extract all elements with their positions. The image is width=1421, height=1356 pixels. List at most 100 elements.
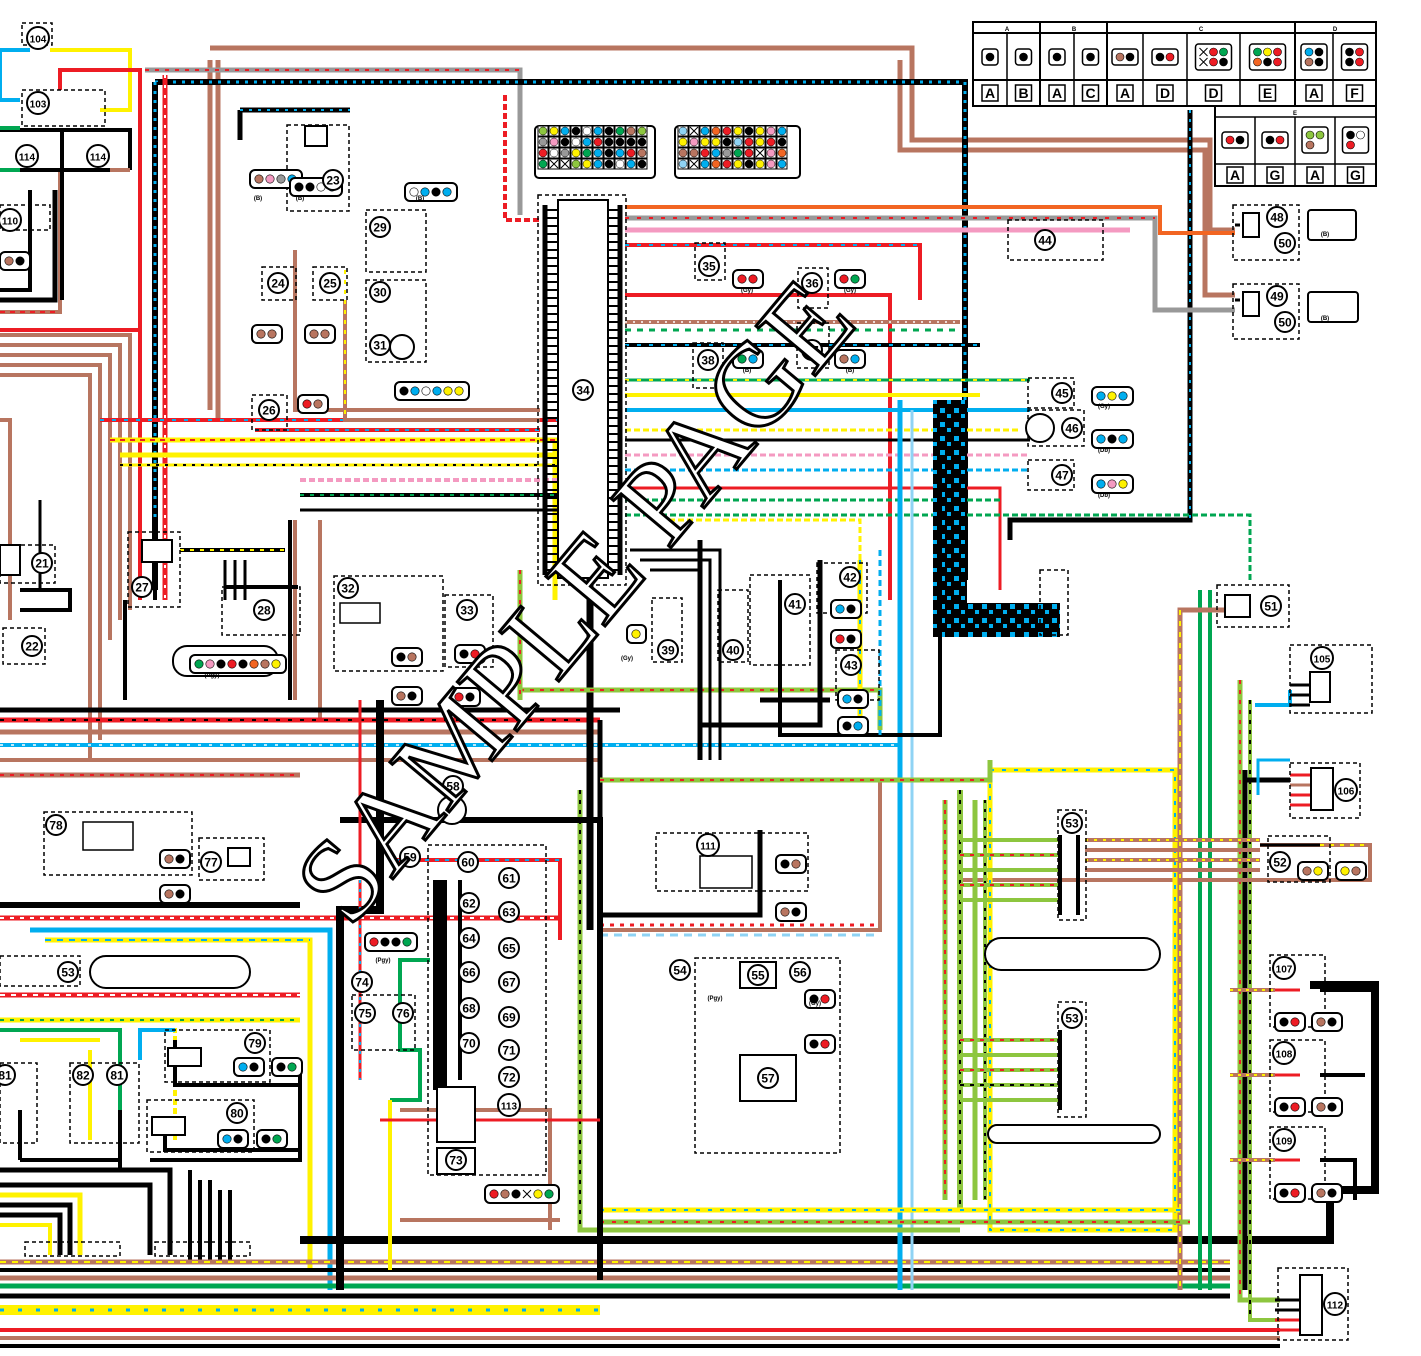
connector-pin <box>780 859 790 869</box>
connector-tag: (Gy) <box>844 288 856 294</box>
component-label-111: 111 <box>696 833 720 857</box>
svg-text:28: 28 <box>257 604 271 618</box>
component-label-52: 52 <box>1269 851 1291 873</box>
svg-text:46: 46 <box>1065 422 1079 436</box>
component-label-32: 32 <box>337 577 359 599</box>
component-label-43: 43 <box>840 654 862 676</box>
connector-pin <box>407 652 417 662</box>
connector-pin <box>846 604 856 614</box>
connector-tag: (Pgy) <box>708 996 723 1002</box>
component-label-75: 75 <box>354 1002 376 1024</box>
connector-pin <box>737 274 747 284</box>
legend-connector <box>1300 43 1328 71</box>
connector-pin <box>1327 1102 1337 1112</box>
component-label-23: 23 <box>322 169 344 191</box>
component-label-73: 73 <box>445 1149 467 1171</box>
svg-text:62: 62 <box>462 897 476 911</box>
connector-pin <box>1107 434 1117 444</box>
svg-text:34: 34 <box>576 384 590 398</box>
component-label-38: 38 <box>697 349 719 371</box>
connector-pin <box>1302 866 1312 876</box>
svg-text:77: 77 <box>204 856 218 870</box>
svg-text:79: 79 <box>248 1037 262 1051</box>
connector-pin <box>249 1062 259 1072</box>
connector-pin <box>15 256 25 266</box>
component-label-57: 57 <box>757 1067 779 1089</box>
svg-text:67: 67 <box>502 976 516 990</box>
connector-pin <box>853 721 863 731</box>
component-label-25: 25 <box>319 272 341 294</box>
component-label-106: 106 <box>1334 778 1358 802</box>
connector-pin <box>272 1134 282 1144</box>
connector-pin <box>454 386 464 396</box>
connector <box>394 381 470 401</box>
connector-pin <box>407 691 417 701</box>
svg-text:76: 76 <box>396 1007 410 1021</box>
connector <box>233 1057 265 1077</box>
connector-pin <box>1290 1188 1300 1198</box>
connector-pin <box>265 174 275 184</box>
component-label-55: 55 <box>747 964 769 986</box>
legend-letter: A <box>1309 85 1319 101</box>
connector-pin <box>465 692 475 702</box>
connector-pin <box>309 329 319 339</box>
connector-tag: (B) <box>296 196 304 202</box>
connector-pin <box>233 1134 243 1144</box>
component-label-53c: 53 <box>1061 1007 1083 1029</box>
svg-text:39: 39 <box>661 644 675 658</box>
connector-tag: (Gy) <box>741 288 753 294</box>
connector-pin <box>238 659 248 669</box>
connector-pin <box>835 604 845 614</box>
connector-pin <box>1118 391 1128 401</box>
component-label-22: 22 <box>21 635 43 657</box>
connector-tag: (Gy) <box>621 656 633 662</box>
connector <box>732 349 764 369</box>
svg-text:55: 55 <box>751 969 765 983</box>
component-label-63: 63 <box>498 901 520 923</box>
connector-pin <box>1327 1188 1337 1198</box>
legend-letter: D <box>1160 85 1170 101</box>
connector <box>364 932 418 952</box>
component-label-46: 46 <box>1061 417 1083 439</box>
svg-text:21: 21 <box>35 557 49 571</box>
svg-text:60: 60 <box>461 856 475 870</box>
connector-tag: (B) <box>1321 232 1329 238</box>
legend-group-label: E <box>1293 111 1297 117</box>
component-label-37: 37 <box>801 339 823 361</box>
connector-pin <box>402 937 412 947</box>
svg-text:43: 43 <box>844 659 858 673</box>
svg-text:109: 109 <box>1276 1137 1293 1148</box>
connector-pin <box>287 1062 297 1072</box>
connector <box>1311 1097 1343 1117</box>
connector <box>775 854 807 874</box>
connector-pin <box>442 187 452 197</box>
svg-text:33: 33 <box>460 604 474 618</box>
connector-pin <box>511 1189 521 1199</box>
component-label-33: 33 <box>456 599 478 621</box>
legend-letter: A <box>1230 167 1240 183</box>
connector-pin <box>631 629 641 639</box>
svg-text:75: 75 <box>358 1007 372 1021</box>
component-label-47: 47 <box>1051 464 1073 486</box>
connector-pin <box>1316 1188 1326 1198</box>
connector-pin <box>249 659 259 669</box>
connector-pin <box>222 1134 232 1144</box>
connector-pin <box>1327 1017 1337 1027</box>
connector <box>159 849 191 869</box>
component-label-65: 65 <box>498 937 520 959</box>
connector-pin <box>260 659 270 669</box>
connector-pin <box>271 659 281 669</box>
connector-tag: (B) <box>416 196 424 202</box>
svg-text:110: 110 <box>2 217 19 228</box>
component-label-67: 67 <box>498 971 520 993</box>
component-layer <box>0 22 1373 1341</box>
connector-pin <box>737 354 747 364</box>
connector-pin <box>1316 1102 1326 1112</box>
legend-letter: A <box>1120 85 1130 101</box>
svg-text:24: 24 <box>271 277 285 291</box>
connector-pin <box>305 182 315 192</box>
component-label-74: 74 <box>351 971 373 993</box>
connector <box>732 269 764 289</box>
component-label-71: 71 <box>498 1039 520 1061</box>
svg-text:114: 114 <box>19 153 36 164</box>
